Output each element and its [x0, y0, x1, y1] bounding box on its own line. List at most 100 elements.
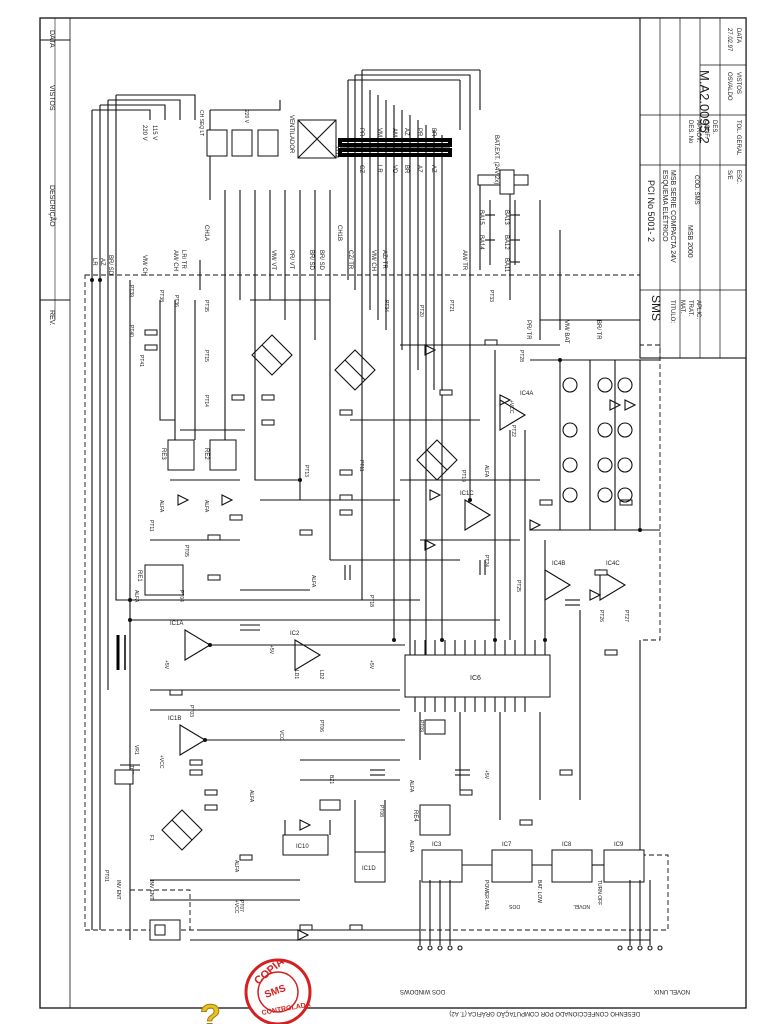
svg-text:PT14: PT14 — [203, 395, 209, 407]
svg-text:LD1: LD1 — [293, 670, 299, 679]
svg-text:PT07: PT07 — [238, 900, 244, 912]
battery-block: BAT.EXT. (24V 2x) BA15 BA14 BA13 BA12 BA… — [477, 135, 529, 273]
svg-text:PT15: PT15 — [203, 350, 209, 362]
svg-text:ALFA: ALFA — [408, 840, 414, 853]
svg-text:BA14: BA14 — [478, 235, 484, 250]
svg-text:PT26: PT26 — [598, 610, 604, 622]
ic10: IC10 — [282, 834, 329, 856]
svg-text:AZ: AZ — [99, 258, 105, 266]
input-connector: INV ENT INV ENT — [115, 880, 181, 941]
svg-text:PT28: PT28 — [518, 350, 524, 362]
tb-date-value: 27.02.97 — [726, 28, 732, 52]
tb-data-label: DATA — [735, 28, 741, 43]
svg-text:IC1C: IC1C — [460, 491, 474, 497]
svg-text:BA12: BA12 — [503, 235, 509, 250]
tb-designer: OSVALDO — [726, 72, 732, 101]
svg-text:LD2: LD2 — [318, 670, 324, 679]
svg-text:NOVEL: NOVEL — [573, 903, 590, 909]
svg-text:VR1: VR1 — [133, 745, 139, 755]
op-amps: IC1A IC1B IC1C IC4A IC4B IC4C IC2 — [168, 391, 627, 756]
svg-text:ALFA: ALFA — [203, 500, 209, 513]
svg-text:PT39: PT39 — [128, 285, 134, 297]
svg-text:+5V: +5V — [268, 645, 274, 655]
svg-text:BR: BR — [430, 128, 436, 137]
svg-text:PT04: PT04 — [178, 590, 184, 602]
svg-text:AZ: AZ — [403, 128, 409, 136]
pci-number: PCI No 5001- 2 — [646, 180, 656, 242]
svg-text:ALFA: ALFA — [483, 465, 489, 478]
power-transistors — [530, 359, 660, 531]
svg-text:PT22: PT22 — [510, 425, 516, 437]
svg-text:IC7: IC7 — [502, 842, 512, 848]
svg-text:IC1A: IC1A — [170, 621, 183, 627]
svg-text:PT24: PT24 — [483, 555, 489, 567]
title-line1: ESQUEMA ELÉTRICO — [661, 170, 670, 242]
svg-text:IC10: IC10 — [296, 844, 309, 850]
svg-text:LR: LR — [91, 258, 97, 266]
svg-text:PT09: PT09 — [418, 720, 424, 732]
conn-dos-windows: DOS WINDOWS — [400, 988, 445, 994]
svg-text:PT33: PT33 — [488, 290, 494, 302]
ventilador-fan: VENTILADOR — [288, 115, 337, 159]
tb-mat-label: MAT. — [679, 300, 685, 314]
svg-text:220 V: 220 V — [141, 125, 147, 141]
ic2: IC1D — [354, 851, 386, 883]
svg-text:CZ/ TR: CZ/ TR — [347, 250, 353, 270]
revision-block: DATA VISTOS DESCRIÇÃO REV. — [40, 18, 70, 326]
data-label: DATA — [48, 30, 55, 48]
svg-text:+5V: +5V — [163, 660, 169, 670]
svg-text:BR/ SD: BR/ SD — [318, 250, 324, 271]
svg-text:ALFA: ALFA — [233, 860, 239, 873]
tb-aplic-label: APLIC. — [695, 300, 701, 319]
ic6-label: IC6 — [470, 675, 481, 682]
svg-text:AZ: AZ — [416, 165, 422, 173]
svg-text:BAT. LOW: BAT. LOW — [536, 880, 542, 903]
svg-text:IC2: IC2 — [290, 631, 300, 637]
tb-vistos-label: VISTOS — [735, 72, 741, 94]
conn-novel-unix: NOVEL UNIX — [654, 988, 690, 994]
ic6-microcontroller: IC6 — [404, 640, 551, 712]
svg-text:IC3: IC3 — [432, 842, 442, 848]
svg-text:220 V: 220 V — [243, 110, 249, 124]
tb-title-label: TITULO: — [669, 300, 675, 323]
svg-text:PT18: PT18 — [368, 595, 374, 607]
buzzer-and-crystal — [114, 719, 446, 811]
svg-text:PR/ TR: PR/ TR — [525, 320, 531, 340]
svg-text:VM/ VT: VM/ VT — [270, 250, 276, 270]
svg-text:PT03: PT03 — [188, 705, 194, 717]
board-wiring — [115, 280, 651, 945]
svg-text:INV ENT: INV ENT — [115, 880, 121, 900]
svg-text:ALFA: ALFA — [158, 500, 164, 513]
svg-text:PT27: PT27 — [623, 610, 629, 622]
svg-text:PT21: PT21 — [448, 300, 454, 312]
svg-text:VM/ CH: VM/ CH — [370, 250, 376, 271]
svg-text:ALFA: ALFA — [248, 790, 254, 803]
svg-text:PT20: PT20 — [418, 305, 424, 317]
svg-text:+VCC: +VCC — [158, 755, 164, 769]
tb-conf-label: CONF. — [703, 120, 709, 138]
svg-text:115 V: 115 V — [151, 125, 157, 140]
tb-aprov-label: APROV. — [695, 120, 701, 142]
copia-controlada-stamp: COPIA SMS CONTROLADA ? — [200, 956, 312, 1024]
svg-text:ALFA: ALFA — [310, 575, 316, 588]
pcb-outline — [84, 274, 669, 931]
ventilador-label: VENTILADOR — [288, 115, 294, 154]
svg-text:RE4: RE4 — [412, 810, 418, 822]
svg-text:RE1: RE1 — [136, 570, 142, 582]
svg-text:PT40: PT40 — [128, 325, 134, 337]
svg-text:PT13: PT13 — [303, 465, 309, 477]
bridge-rectifiers — [161, 334, 458, 851]
tb-tol-label: TOL. GERAL — [735, 120, 741, 156]
svg-text:PR: PR — [416, 128, 422, 137]
svg-text:RE2: RE2 — [203, 448, 209, 460]
svg-text:CH SEQ LT: CH SEQ LT — [198, 110, 204, 136]
bottom-connector-labels: DOS WINDOWS NOVEL UNIX POWER FAIL BAT. L… — [400, 880, 690, 994]
svg-text:BR/ SD: BR/ SD — [308, 250, 314, 271]
relays-left: RE3 RE2 RE1 RE4 — [136, 439, 451, 836]
svg-text:VM/ BAT: VM/ BAT — [563, 320, 569, 344]
svg-text:+VCC: +VCC — [508, 400, 514, 414]
svg-text:BR/ TR: BR/ TR — [595, 320, 601, 340]
svg-text:CH1B: CH1B — [336, 225, 342, 241]
svg-text:LR/ TR: LR/ TR — [180, 250, 186, 270]
title-line2: MSB SERIE COMPACTA 24V — [669, 170, 676, 263]
